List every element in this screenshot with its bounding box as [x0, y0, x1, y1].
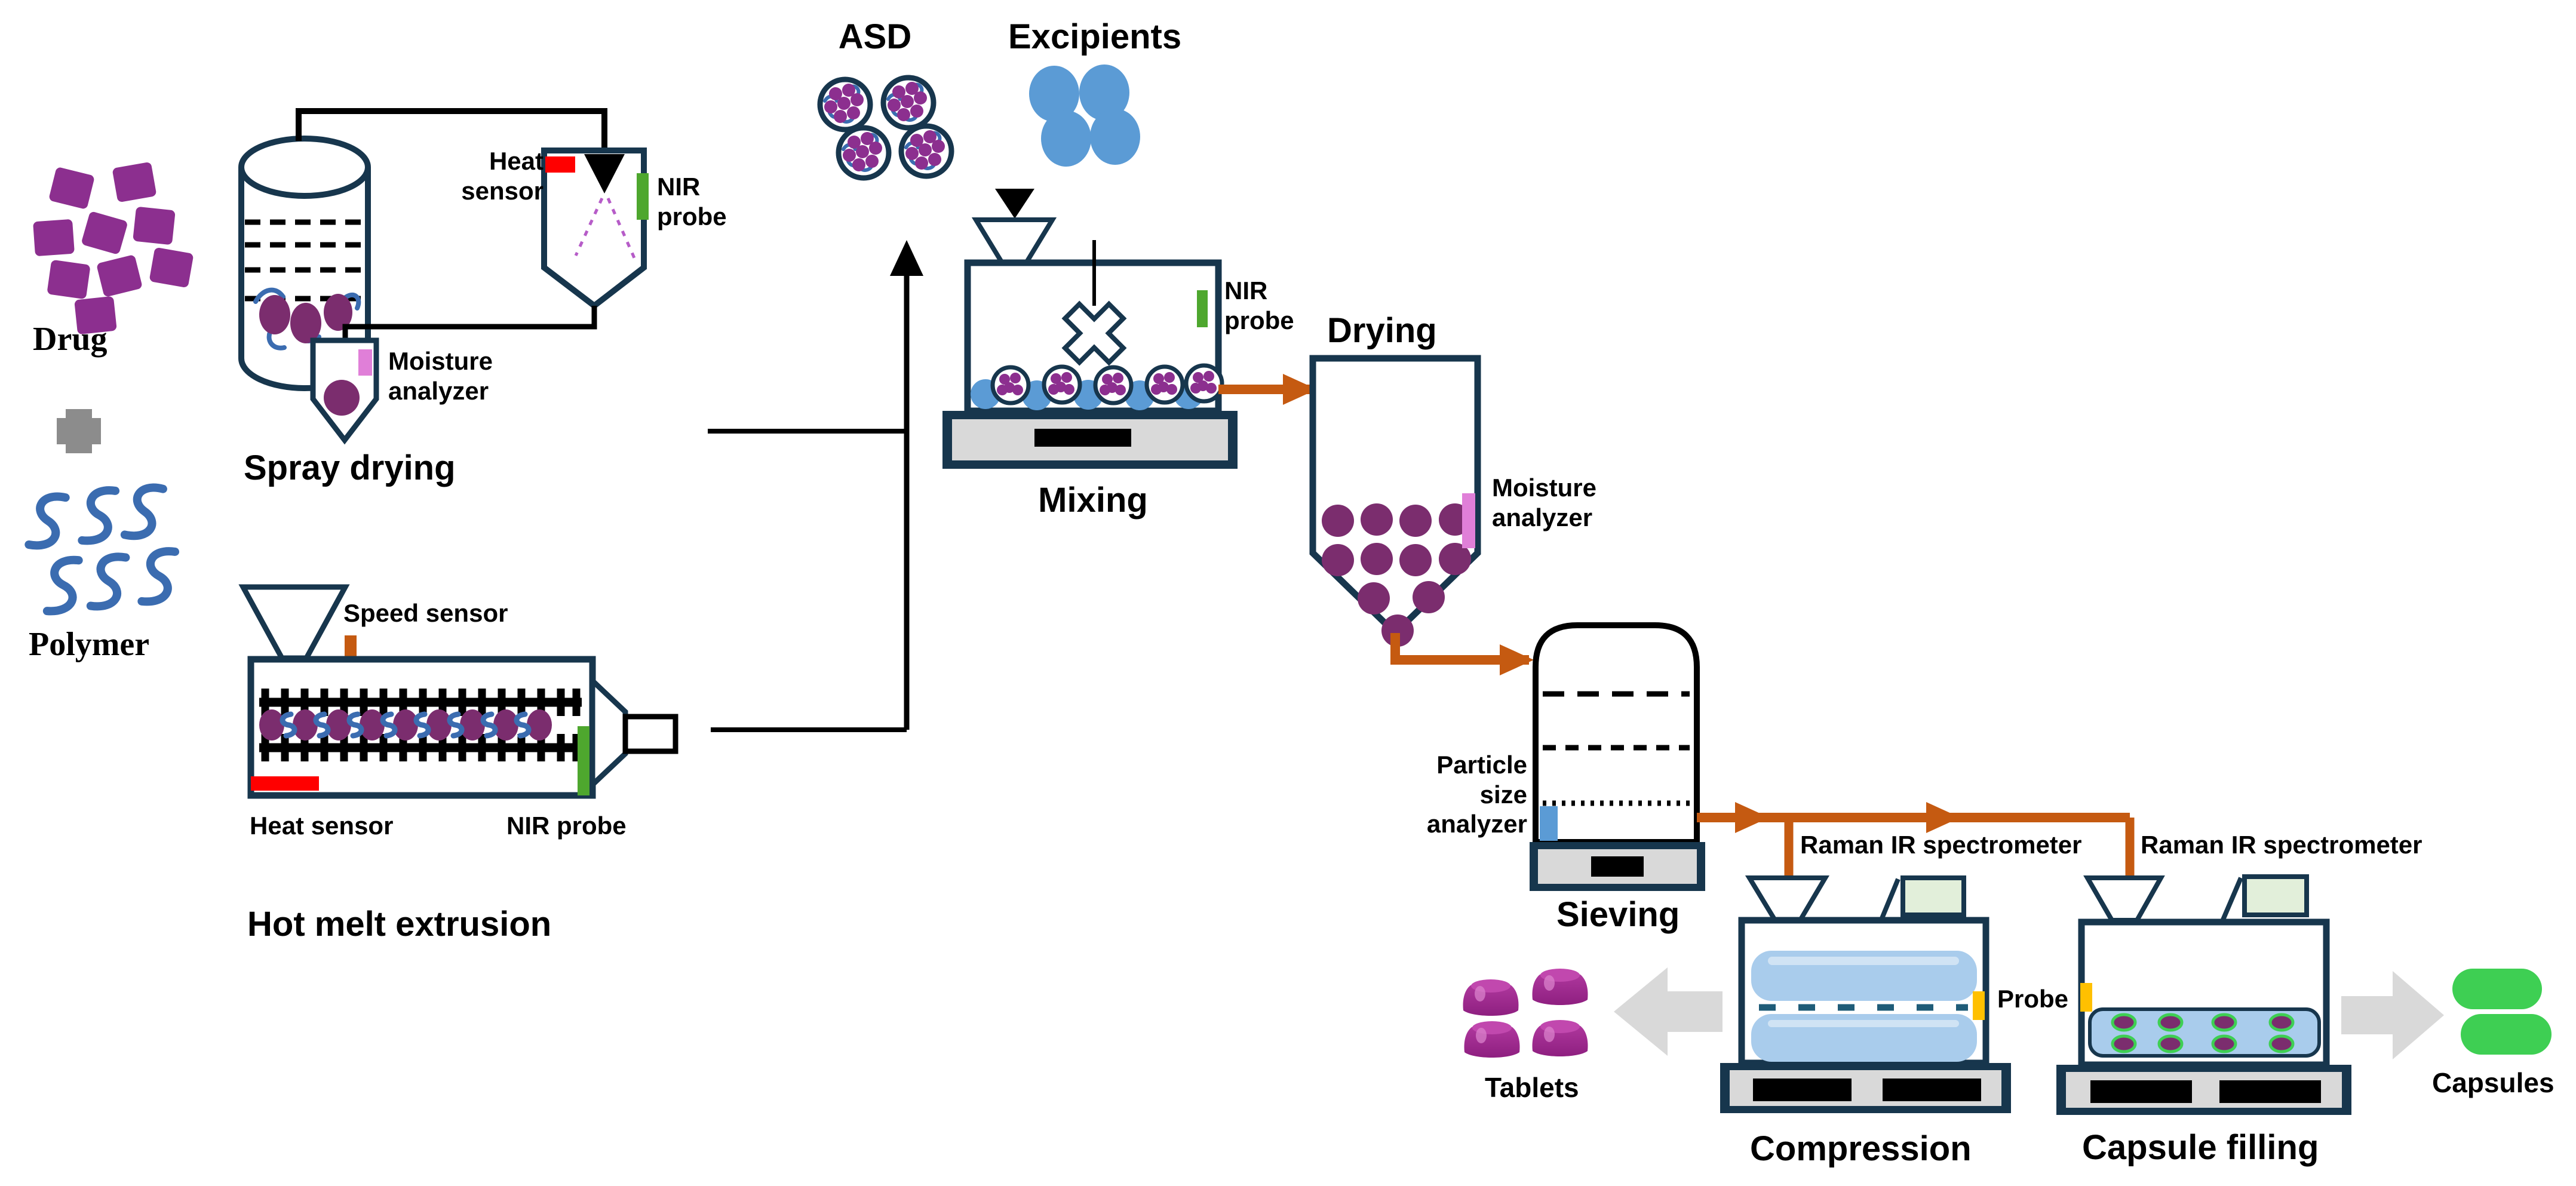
- polymer-strands-icon: [28, 482, 177, 616]
- drug-particles-icon: [33, 162, 194, 334]
- asd-particles-icon: [820, 78, 951, 178]
- moisture-analyzer-label-spray: Moisture analyzer: [388, 347, 493, 405]
- drug-label: Drug: [33, 321, 108, 358]
- moisture-collector-vessel: [310, 337, 379, 445]
- blend-particles-icon: [971, 365, 1222, 410]
- raman-spectrometer-icon: [2221, 874, 2309, 921]
- heat-sensor-label-hme: Heat sensor: [250, 812, 394, 840]
- press-roll-bottom: [1751, 1014, 1977, 1062]
- speed-sensor-label: Speed sensor: [343, 599, 508, 627]
- capsules-icon: [2452, 969, 2552, 1055]
- flow-lines: [708, 274, 910, 732]
- drying-hopper: [1309, 355, 1481, 647]
- screw-icon: [259, 689, 582, 761]
- compression-funnel: [1745, 875, 1830, 923]
- compression-machine: [1738, 917, 1989, 1067]
- capsule-filling-title: Capsule filling: [2082, 1128, 2319, 1167]
- polymer-label: Polymer: [29, 626, 150, 663]
- excipient-particles-icon: [1029, 64, 1140, 167]
- spray-nozzle-icon: [584, 154, 625, 193]
- process-arrow-mixing-to-drying: [1218, 374, 1317, 405]
- spray-drying-chamber: [541, 148, 649, 310]
- process-arrow-sieving-to-filling: [1697, 802, 2135, 878]
- spray-dryer-feed-pipe: [296, 108, 607, 153]
- excipients-label: Excipients: [1008, 17, 1182, 56]
- particle-size-analyzer-indicator: [1540, 806, 1558, 841]
- mixing-title: Mixing: [1038, 481, 1148, 520]
- capsules-label: Capsules: [2432, 1067, 2554, 1098]
- capsule-filling-machine: [2078, 918, 2330, 1068]
- extruder-outlet: [622, 714, 678, 754]
- nir-probe-indicator: [578, 726, 589, 795]
- up-arrowhead-icon: [890, 240, 923, 276]
- spray-mist-icon: [574, 197, 636, 259]
- mixer-inflow-arrow-icon: [995, 189, 1034, 219]
- mixer-blade-icon: [1061, 300, 1127, 366]
- process-arrow-drying-to-sieving: [1390, 633, 1534, 675]
- nir-probe-label-hme: NIR probe: [506, 812, 627, 840]
- nir-probe-indicator: [1197, 290, 1208, 327]
- sieve-column: [1533, 622, 1700, 845]
- nir-probe-label-spray: NIR probe: [657, 173, 727, 231]
- particle-size-analyzer-label: Particle size analyzer: [1426, 751, 1527, 838]
- raman-label-capsule: Raman IR spectrometer: [2141, 831, 2423, 859]
- mixer-base: [942, 411, 1238, 469]
- moisture-analyzer-label-drying: Moisture analyzer: [1492, 474, 1597, 531]
- probe-indicator: [2080, 983, 2092, 1012]
- extruder-hopper: [238, 584, 350, 661]
- nir-probe-indicator: [637, 173, 649, 220]
- moisture-analyzer-indicator: [1462, 493, 1475, 548]
- mixer-vessel: [964, 240, 1222, 414]
- moisture-analyzer-indicator: [358, 349, 372, 376]
- nir-probe-label-mixing: NIR probe: [1224, 276, 1294, 334]
- plus-icon: [57, 409, 101, 453]
- extruder-barrel: [247, 656, 596, 799]
- heat-sensor-indicator: [545, 156, 575, 173]
- tablets-icon: [1463, 969, 1588, 1058]
- raman-spectrometer-icon: [1879, 875, 1966, 921]
- speed-sensor-indicator: [345, 635, 357, 660]
- probe-indicator: [1973, 991, 1985, 1020]
- output-arrow-capsules-icon: [2341, 971, 2444, 1059]
- probe-label: Probe: [1997, 985, 2069, 1013]
- output-arrow-tablets-icon: [1614, 967, 1723, 1056]
- melt-stream-icon: [259, 709, 552, 741]
- spray-dryer-feed-tank: [238, 136, 371, 391]
- hot-melt-extrusion-title: Hot melt extrusion: [247, 905, 552, 944]
- capsule-filling-funnel: [2083, 875, 2165, 923]
- spray-drying-title: Spray drying: [244, 448, 456, 487]
- filled-capsules-icon: [2111, 1013, 2295, 1053]
- drying-title: Drying: [1327, 311, 1437, 350]
- heat-sensor-label-spray: Heat sensor: [461, 147, 544, 205]
- raman-label-compression: Raman IR spectrometer: [1800, 831, 2082, 859]
- spray-dryer-outlet-pipe: [342, 306, 597, 342]
- compression-base: [1720, 1063, 2011, 1113]
- sieve-mesh-lines: [1543, 691, 1690, 806]
- extruder-die-cone: [589, 674, 628, 791]
- mixer-funnel: [971, 217, 1057, 266]
- sieve-base: [1530, 842, 1705, 891]
- sieving-title: Sieving: [1556, 895, 1680, 934]
- press-roll-top: [1751, 951, 1977, 1001]
- capsule-tray: [2088, 1007, 2321, 1058]
- capsule-filling-base: [2056, 1065, 2351, 1115]
- compression-title: Compression: [1750, 1129, 1972, 1168]
- asd-label: ASD: [838, 17, 912, 56]
- heat-sensor-indicator: [251, 776, 319, 791]
- tablets-label: Tablets: [1485, 1072, 1579, 1103]
